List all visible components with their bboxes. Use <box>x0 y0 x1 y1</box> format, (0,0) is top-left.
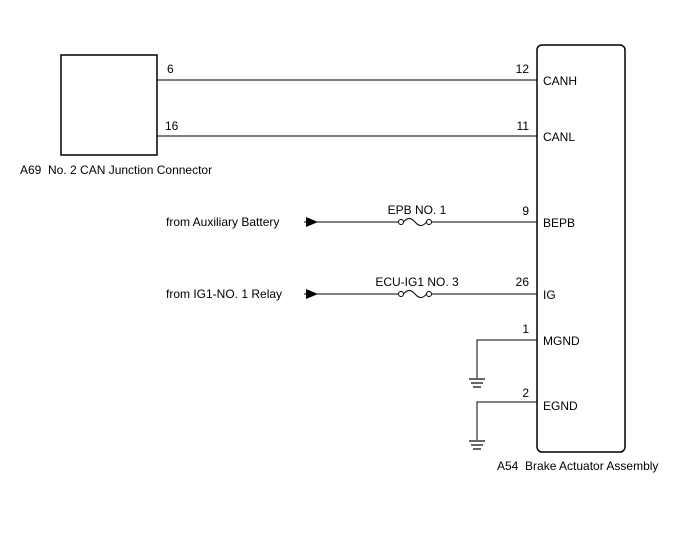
a54-term-bepb: BEPB <box>543 216 575 230</box>
arrow-right-icon <box>304 217 320 227</box>
a69-pin-canl: 16 <box>165 119 179 133</box>
fuse-label-ecu-ig1: ECU-IG1 NO. 3 <box>375 275 459 289</box>
a54-pin-canh: 12 <box>516 62 530 76</box>
ground-icon <box>469 440 485 450</box>
a54-pin-ig: 26 <box>516 275 530 289</box>
a54-pin-egnd: 2 <box>522 386 529 400</box>
a54-term-mgnd: MGND <box>543 334 580 348</box>
a54-pin-mgnd: 1 <box>522 322 529 336</box>
wire-mgnd <box>476 339 537 378</box>
fuse-icon <box>398 290 432 298</box>
fuse-icon <box>398 218 432 226</box>
a54-term-egnd: EGND <box>543 399 578 413</box>
a69-connector-box <box>60 54 158 156</box>
source-aux-battery: from Auxiliary Battery <box>166 215 279 229</box>
a54-term-canh: CANH <box>543 74 577 88</box>
a54-actuator-label: A54 Brake Actuator Assembly <box>497 459 658 473</box>
a69-pin-canh: 6 <box>167 62 174 76</box>
a69-connector-label: A69 No. 2 CAN Junction Connector <box>20 163 212 177</box>
wire-egnd <box>476 401 537 440</box>
a54-actuator-box <box>536 44 626 453</box>
source-ig1-relay: from IG1-NO. 1 Relay <box>166 287 282 301</box>
a54-pin-canl: 11 <box>517 119 530 133</box>
a54-term-ig: IG <box>543 288 556 302</box>
a54-term-canl: CANL <box>543 130 575 144</box>
arrow-right-icon <box>304 289 320 299</box>
fuse-label-epb: EPB NO. 1 <box>388 203 447 217</box>
a54-pin-bepb: 9 <box>522 204 529 218</box>
ground-icon <box>469 378 485 388</box>
